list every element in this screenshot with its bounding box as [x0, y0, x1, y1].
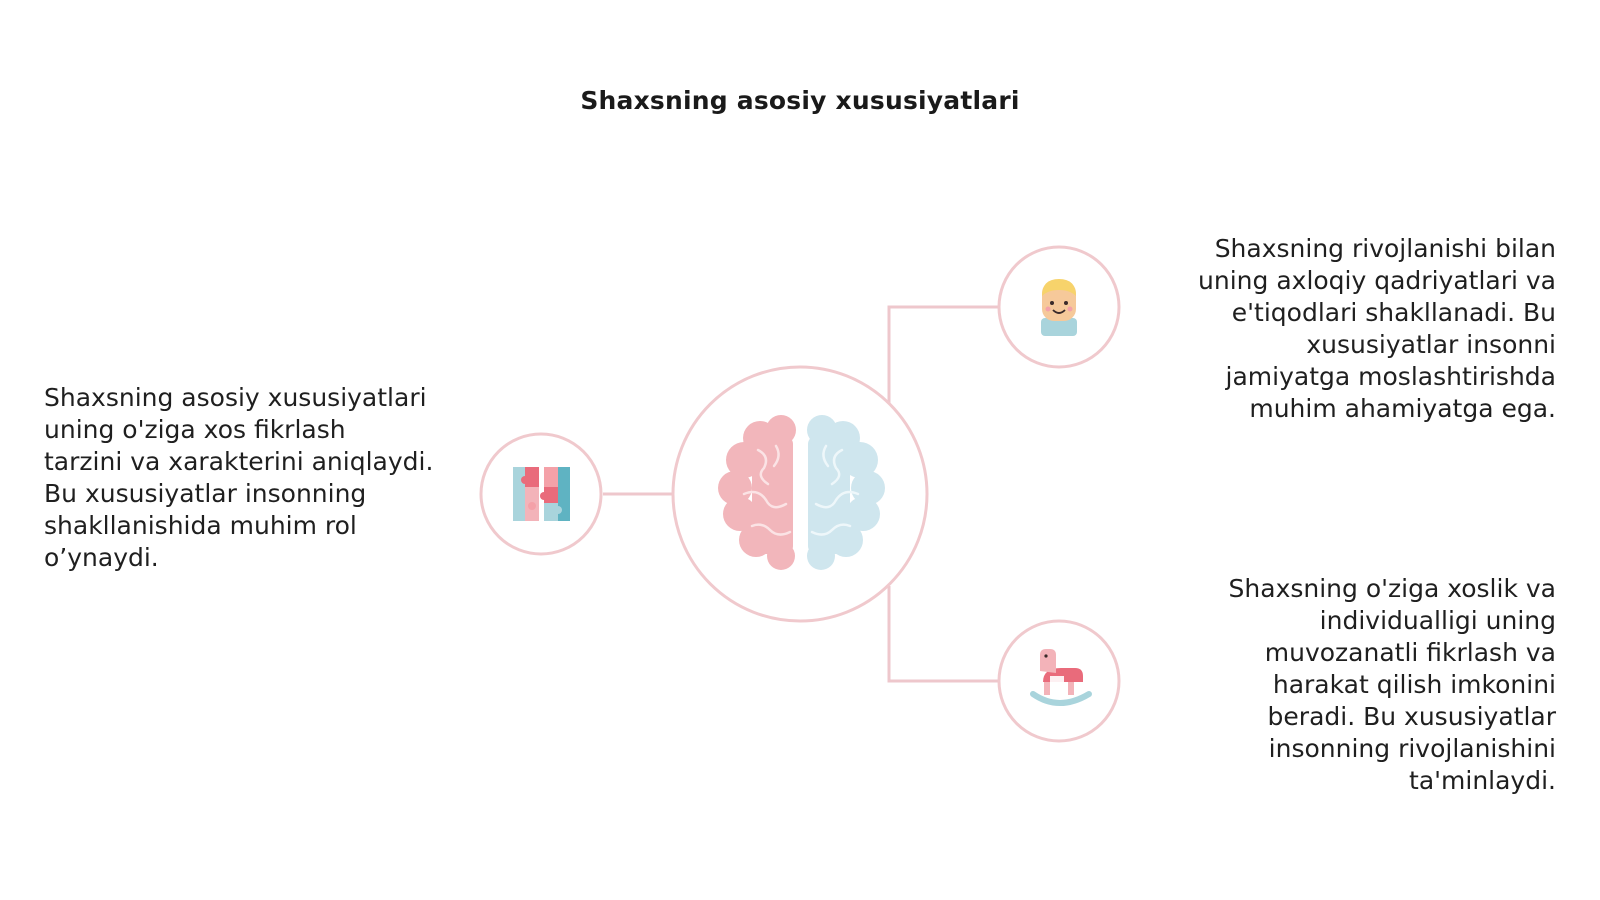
top-right-description: Shaxsning rivojlanishi bilan uning axloq…	[1198, 234, 1556, 423]
connector-top-right	[887, 305, 998, 404]
puzzle-icon	[513, 467, 570, 521]
top-right-node	[997, 245, 1121, 369]
page-title: Shaxsning asosiy xususiyatlari	[580, 86, 1020, 115]
left-node	[479, 432, 603, 556]
rocking-horse-icon	[1030, 649, 1092, 706]
child-face-icon	[1041, 279, 1077, 336]
connectors	[603, 305, 998, 683]
left-description: Shaxsning asosiy xususiyatlari uning o'z…	[44, 383, 434, 572]
connector-bottom-right	[887, 586, 998, 683]
bottom-right-node	[997, 619, 1121, 743]
brain-icon	[718, 415, 885, 570]
bottom-right-description: Shaxsning o'ziga xoslik va individuallig…	[1228, 574, 1556, 795]
center-node	[671, 365, 929, 623]
